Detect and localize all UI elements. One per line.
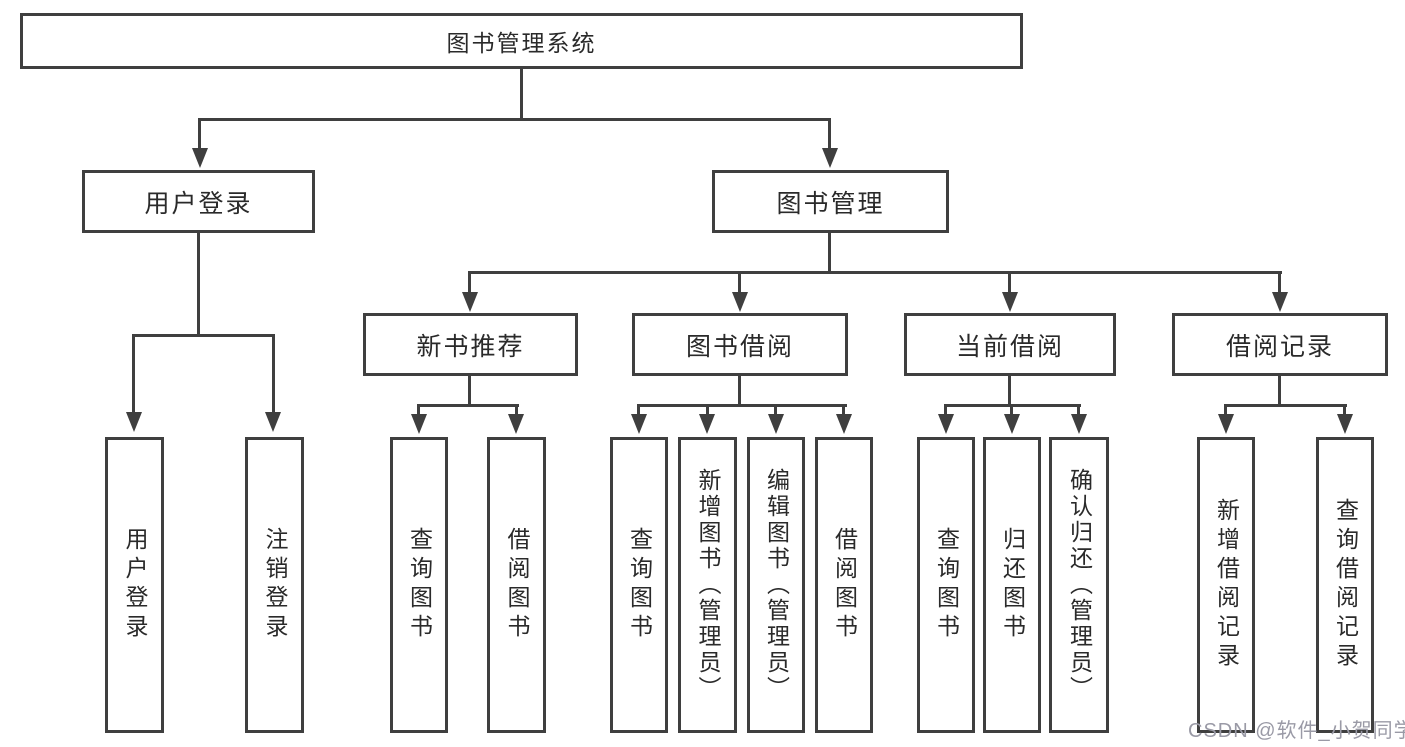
- arrowhead-down-icon: [462, 292, 478, 312]
- leaf-add-borrow-record: 新增借阅记录: [1197, 437, 1255, 733]
- node-label: 查询图书: [406, 527, 433, 643]
- line-v: [1278, 274, 1281, 292]
- arrowhead-down-icon: [699, 414, 715, 434]
- line-v: [828, 120, 831, 148]
- line-h: [944, 404, 1081, 407]
- node-label: 图书借阅: [685, 332, 794, 361]
- line-v: [132, 336, 135, 412]
- node-label: 当前借阅: [955, 332, 1064, 361]
- line-v: [272, 336, 275, 412]
- line-v: [1008, 376, 1011, 406]
- line-v: [842, 406, 845, 414]
- line-v: [1224, 406, 1227, 414]
- line-v: [468, 376, 471, 406]
- arrowhead-down-icon: [836, 414, 852, 434]
- arrowhead-down-icon: [768, 414, 784, 434]
- line-v: [1343, 406, 1346, 414]
- arrowhead-down-icon: [265, 412, 281, 432]
- node-book-management: 图书管理: [712, 170, 949, 233]
- node-label: 用户登录: [144, 189, 253, 218]
- arrowhead-down-icon: [1337, 414, 1353, 434]
- arrowhead-down-icon: [1071, 414, 1087, 434]
- node-current-borrowing: 当前借阅: [904, 313, 1116, 376]
- node-label: 注销登录: [262, 527, 288, 643]
- node-label: 图书管理: [776, 189, 885, 218]
- node-new-book-recommend: 新书推荐: [363, 313, 578, 376]
- leaf-add-book-admin: 新增图书（管理员）: [678, 437, 737, 733]
- line-h: [132, 334, 275, 337]
- leaf-query-books: 查询图书: [610, 437, 668, 733]
- leaf-borrow-books: 借阅图书: [487, 437, 546, 733]
- node-label: 编辑图书（管理员）: [763, 468, 790, 702]
- node-label: 新增借阅记录: [1213, 498, 1240, 672]
- node-book-borrowing: 图书借阅: [632, 313, 848, 376]
- line-v: [738, 274, 741, 292]
- arrowhead-down-icon: [1004, 414, 1020, 434]
- leaf-query-books: 查询图书: [917, 437, 975, 733]
- node-root-library-system: 图书管理系统: [20, 13, 1023, 69]
- node-label: 归还图书: [999, 527, 1026, 643]
- line-v: [738, 376, 741, 406]
- csdn-watermark: CSDN @软件_小贺同学: [1188, 720, 1405, 742]
- node-label: 查询图书: [626, 527, 653, 643]
- node-label: 新增图书（管理员）: [695, 468, 721, 702]
- node-label: 确认归还（管理员）: [1066, 468, 1093, 702]
- line-v: [520, 69, 523, 121]
- leaf-borrow-books: 借阅图书: [815, 437, 873, 733]
- line-v: [197, 233, 200, 336]
- node-user-login: 用户登录: [82, 170, 315, 233]
- leaf-return-books: 归还图书: [983, 437, 1041, 733]
- node-label: 新书推荐: [416, 332, 525, 361]
- line-v: [637, 406, 640, 414]
- arrowhead-down-icon: [631, 414, 647, 434]
- line-v: [1278, 376, 1281, 406]
- node-label: 图书管理系统: [446, 30, 597, 56]
- line-v: [198, 120, 201, 148]
- line-v: [468, 274, 471, 292]
- line-v: [1008, 274, 1011, 292]
- line-h: [637, 404, 847, 407]
- leaf-query-borrow-record: 查询借阅记录: [1316, 437, 1374, 733]
- node-label: 查询图书: [933, 527, 960, 643]
- line-h: [468, 271, 1282, 274]
- leaf-query-books: 查询图书: [390, 437, 448, 733]
- line-v: [828, 233, 831, 274]
- leaf-logout: 注销登录: [245, 437, 304, 733]
- node-borrowing-records: 借阅记录: [1172, 313, 1388, 376]
- line-v: [1010, 406, 1013, 414]
- line-v: [1077, 406, 1080, 414]
- leaf-user-login: 用户登录: [105, 437, 164, 733]
- node-label: 借阅记录: [1225, 332, 1334, 361]
- arrowhead-down-icon: [411, 414, 427, 434]
- arrowhead-down-icon: [1218, 414, 1234, 434]
- arrowhead-down-icon: [508, 414, 524, 434]
- line-v: [944, 406, 947, 414]
- line-v: [515, 406, 518, 414]
- arrowhead-down-icon: [822, 148, 838, 168]
- arrowhead-down-icon: [732, 292, 748, 312]
- node-label: 借阅图书: [831, 527, 858, 643]
- node-label: 用户登录: [122, 527, 148, 643]
- arrowhead-down-icon: [126, 412, 142, 432]
- arrowhead-down-icon: [1272, 292, 1288, 312]
- line-v: [774, 406, 777, 414]
- arrowhead-down-icon: [938, 414, 954, 434]
- arrowhead-down-icon: [1002, 292, 1018, 312]
- line-v: [706, 406, 709, 414]
- line-h: [1224, 404, 1347, 407]
- line-h: [198, 118, 831, 121]
- line-h: [417, 404, 519, 407]
- line-v: [417, 406, 420, 414]
- leaf-confirm-return-admin: 确认归还（管理员）: [1049, 437, 1109, 733]
- arrowhead-down-icon: [192, 148, 208, 168]
- node-label: 借阅图书: [504, 527, 530, 643]
- leaf-edit-book-admin: 编辑图书（管理员）: [747, 437, 805, 733]
- node-label: 查询借阅记录: [1332, 498, 1359, 672]
